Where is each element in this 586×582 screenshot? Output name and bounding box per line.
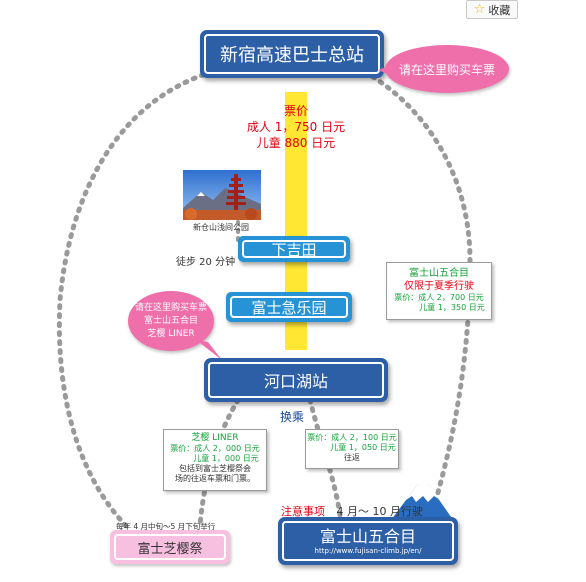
left-dotted-route: [56, 69, 215, 533]
buy-ticket-bubble: 请在这里购买车票: [385, 45, 509, 93]
station-gogome: 富士山五合目 http://www.fujisan-climb.jp/en/: [278, 517, 458, 565]
station-fujiq: 富士急乐园: [226, 292, 352, 322]
station-shibazakura-label: 富士芝樱祭: [114, 534, 226, 560]
liner-bubble-line1: 请在这里购买车票: [134, 302, 207, 313]
round-trip-fare-label: 票价：: [307, 433, 332, 442]
notice-period: 4 月～ 10 月行驶: [336, 505, 424, 518]
round-trip-adult: 成人 2，100 日元: [331, 433, 397, 442]
station-shimoyoshida: 下吉田: [238, 236, 350, 262]
gogome-note-subtitle: 仅限于夏季行驶: [404, 281, 474, 292]
liner-note-adult: 成人 2，000 日元: [194, 444, 260, 453]
round-trip-label: 往返: [344, 453, 360, 462]
notice-label: 注意事项: [281, 505, 325, 518]
pagoda-photo-icon: [183, 170, 261, 220]
fare-title: 票价: [283, 104, 308, 118]
liner-note-child: 儿童 1，000 日元: [193, 454, 259, 463]
liner-fare-note: 芝樱 LINER 票价：成人 2，000 日元 儿童 1，000 日元 包括到富…: [163, 429, 267, 491]
station-shinjuku-label: 新宿高速巴士总站: [204, 34, 380, 74]
station-kawaguchiko-label: 河口湖站: [208, 362, 384, 398]
bubble-tail: [378, 64, 394, 76]
station-shimoyoshida-label: 下吉田: [242, 240, 346, 259]
star-icon: ☆: [473, 2, 486, 17]
station-kawaguchiko: 河口湖站: [204, 358, 388, 402]
favorite-label: 收藏: [488, 3, 511, 17]
main-route-bar: [285, 92, 307, 350]
right-dotted-route: [362, 69, 473, 523]
notice-line: 注意事项 4 月～ 10 月行驶: [281, 503, 423, 519]
station-shibazakura: 富士芝樱祭: [110, 530, 230, 564]
photo-caption: 新仓山浅间公园: [193, 223, 249, 232]
liner-note-desc2: 场的往返车票和门票。: [175, 474, 255, 483]
liner-note-fare-label: 票价：: [170, 444, 195, 453]
gogome-summer-note: 富士山五合目 仅限于夏季行驶 票价：成人 2，700 日元 儿童 1，350 日…: [386, 262, 492, 320]
liner-bubble-line2: 富士山五合目: [143, 315, 198, 326]
walk-label: 徒步 20 分钟: [176, 257, 236, 268]
gogome-note-fare-label: 票价：: [394, 293, 419, 302]
liner-note-desc1: 包括到富士芝樱祭会: [179, 464, 251, 473]
liner-note-title: 芝樱 LINER: [191, 433, 239, 443]
fare-block: 票价 成人 1，750 日元 儿童 880 日元: [236, 103, 356, 151]
transfer-label: 换乘: [280, 410, 305, 424]
round-trip-child: 儿童 1，050 日元: [330, 443, 396, 452]
mount-fuji-icon: [388, 484, 456, 524]
liner-bubble-line3: 芝樱 LINER: [147, 328, 195, 339]
gogome-note-adult: 成人 2，700 日元: [418, 293, 484, 302]
gogome-note-title: 富士山五合目: [409, 268, 469, 279]
station-gogome-label: 富士山五合目: [319, 526, 416, 546]
festival-period: 每年 4 月中旬～5 月下旬举行: [116, 522, 216, 531]
station-gogome-url[interactable]: http://www.fujisan-climb.jp/en/: [314, 546, 422, 555]
buy-ticket-bubble-text: 请在这里购买车票: [398, 62, 495, 77]
station-fujiq-label: 富士急乐园: [230, 296, 348, 318]
round-trip-fare-note: 票价：成人 2，100 日元 儿童 1，050 日元 往返: [305, 429, 399, 469]
fare-child: 儿童 880 日元: [256, 136, 336, 150]
fare-adult: 成人 1，750 日元: [246, 120, 346, 134]
gogome-note-child: 儿童 1，350 日元: [419, 303, 485, 312]
station-shinjuku: 新宿高速巴士总站: [200, 30, 384, 78]
liner-bubble-tail: [196, 340, 222, 360]
favorite-button[interactable]: ☆ 收藏: [466, 0, 518, 19]
